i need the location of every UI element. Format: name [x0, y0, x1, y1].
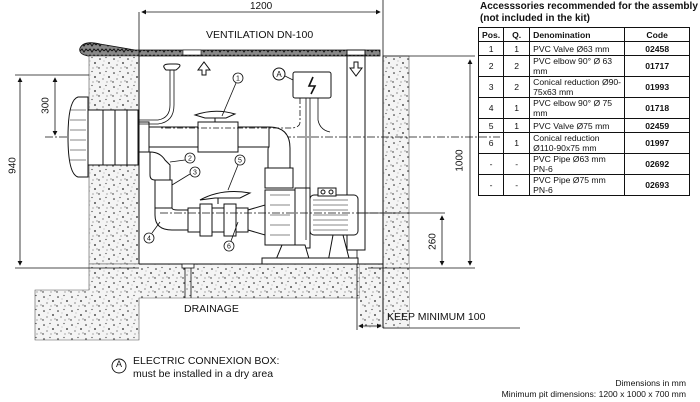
note-a-circle — [111, 358, 127, 374]
cell-denomination: PVC Valve Ø63 mm — [529, 41, 626, 56]
table-row: - - PVC Pipe Ø63 mm PN-6 02692 — [477, 153, 691, 175]
note-a-marker: A — [115, 359, 122, 369]
pit-height-dimension-label: 1000 — [454, 149, 466, 172]
cell-code: 02693 — [624, 174, 691, 196]
width-dimension — [138, 0, 384, 56]
callout-6: 6 — [227, 244, 231, 251]
cell-pos: 2 — [477, 55, 505, 77]
cell-q: - — [503, 174, 531, 196]
accessories-table: Pos. Q. Denomination Code 1 1 PVC Valve … — [477, 27, 691, 196]
cell-q: 1 — [503, 132, 531, 154]
keep-minimum-label: KEEP MINIMUM 100 — [387, 311, 486, 323]
cell-pos: 3 — [477, 76, 505, 98]
table-row: 4 1 PVC elbow 90° Ø 75 mm 01718 — [477, 97, 691, 119]
cell-code: 01718 — [624, 97, 691, 119]
cell-denomination: PVC Valve Ø75 mm — [529, 118, 626, 133]
cell-pos: 6 — [477, 132, 505, 154]
cell-code: 02458 — [624, 41, 691, 56]
cell-code: 02459 — [624, 118, 691, 133]
cell-q: 2 — [503, 76, 531, 98]
height-dimension — [345, 55, 520, 330]
cell-denomination: PVC Pipe Ø63 mm PN-6 — [529, 153, 626, 175]
callout-2: 2 — [188, 156, 192, 163]
ground-surface — [79, 42, 381, 57]
piping — [148, 110, 294, 237]
cell-denomination: PVC elbow 90° Ø 63 mm — [529, 55, 626, 77]
callout-5: 5 — [238, 158, 242, 165]
cell-pos: 1 — [477, 41, 505, 56]
minimum-pit-note: Minimum pit dimensions: 1200 x 1000 x 70… — [501, 389, 686, 399]
cell-denomination: Conical reduction Ø90-75x63 mm — [529, 76, 626, 98]
callout-4: 4 — [147, 236, 151, 243]
cell-denomination: PVC Pipe Ø75 mm PN-6 — [529, 174, 626, 196]
ventilation-label: VENTILATION DN-100 — [206, 29, 314, 41]
cell-code: 01717 — [624, 55, 691, 77]
drainage-pipe — [181, 263, 195, 298]
cell-q: 1 — [503, 118, 531, 133]
header-denomination: Denomination — [529, 27, 626, 42]
callout-3: 3 — [193, 170, 197, 177]
electric-box — [160, 67, 332, 240]
callout-1: 1 — [236, 76, 240, 83]
table-row: 2 2 PVC elbow 90° Ø 63 mm 01717 — [477, 55, 691, 77]
inlet-height-dimension-label: 300 — [40, 97, 52, 114]
cell-code: 01993 — [624, 76, 691, 98]
cell-code: 01997 — [624, 132, 691, 154]
callout-numbers: 1 2 3 4 5 6 A — [147, 70, 282, 251]
wall-inlet-fitting — [67, 96, 150, 178]
header-q: Q. — [503, 27, 531, 42]
table-header-row: Pos. Q. Denomination Code — [477, 27, 691, 42]
electric-note-title: ELECTRIC CONNEXION BOX: — [133, 355, 280, 367]
depth-dimension-label: 940 — [7, 157, 19, 174]
cell-q: 1 — [503, 97, 531, 119]
cell-pos: - — [477, 153, 505, 175]
cell-denomination: PVC elbow 90° Ø 75 mm — [529, 97, 626, 119]
accessories-title: Accesssories recommended for the assembl… — [480, 1, 698, 25]
width-dimension-label: 1200 — [250, 1, 273, 12]
ventilation-arrows — [139, 61, 363, 125]
table-row: 5 1 PVC Valve Ø75 mm 02459 — [477, 118, 691, 133]
header-code: Code — [624, 27, 691, 42]
table-row: 3 2 Conical reduction Ø90-75x63 mm 01993 — [477, 76, 691, 98]
cell-q: 1 — [503, 41, 531, 56]
cell-pos: - — [477, 174, 505, 196]
header-pos: Pos. — [477, 27, 505, 42]
callout-a: A — [276, 70, 282, 79]
callout-markers — [143, 72, 246, 252]
units-note: Dimensions in mm — [615, 378, 686, 388]
cell-q: 2 — [503, 55, 531, 77]
cell-q: - — [503, 153, 531, 175]
pump-axis-dimension-label: 260 — [427, 233, 439, 250]
accessories-title-line2: (not included in the kit) — [480, 13, 590, 24]
cell-code: 02692 — [624, 153, 691, 175]
drainage-label: DRAINAGE — [184, 303, 239, 315]
cell-denomination: Conical reduction Ø110-90x75 mm — [529, 132, 626, 154]
cell-pos: 5 — [477, 118, 505, 133]
accessories-title-line1: Accesssories recommended for the assembl… — [480, 1, 698, 12]
table-row: 1 1 PVC Valve Ø63 mm 02458 — [477, 41, 691, 56]
cell-pos: 4 — [477, 97, 505, 119]
table-row: - - PVC Pipe Ø75 mm PN-6 02693 — [477, 174, 691, 196]
electric-note-detail: must be installed in a dry area — [133, 368, 274, 380]
table-row: 6 1 Conical reduction Ø110-90x75 mm 0199… — [477, 132, 691, 154]
